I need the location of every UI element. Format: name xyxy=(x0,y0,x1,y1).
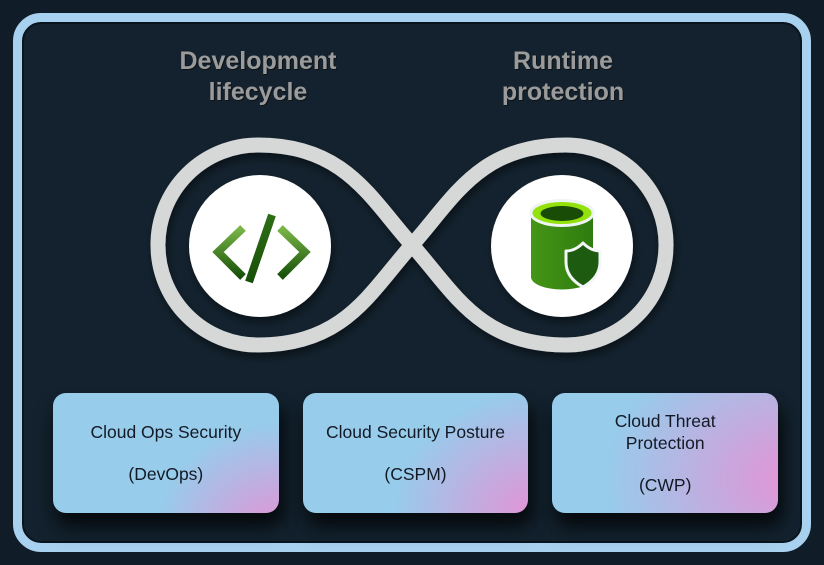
card-title: Cloud Threat Protection xyxy=(614,411,716,453)
card-title: Cloud Ops Security xyxy=(90,422,242,442)
card-subtitle: (CSPM) xyxy=(384,464,447,484)
cards-row: Cloud Ops Security (DevOps) Cloud Securi… xyxy=(53,393,779,513)
card-cloud-ops-security: Cloud Ops Security (DevOps) xyxy=(53,393,279,513)
development-lifecycle-title: Development lifecycle xyxy=(179,47,337,106)
code-icon xyxy=(212,213,311,284)
infinity-loop-path xyxy=(150,137,674,353)
card-subtitle: (CWP) xyxy=(638,475,692,495)
runtime-protection-title: Runtime protection xyxy=(501,47,625,106)
database-shield-icon xyxy=(529,199,602,290)
card-cloud-threat-protection: Cloud Threat Protection (CWP) xyxy=(552,393,779,513)
card-subtitle: (DevOps) xyxy=(128,464,204,484)
card-title: Cloud Security Posture xyxy=(326,422,505,442)
card-cloud-security-posture: Cloud Security Posture (CSPM) xyxy=(302,393,529,513)
